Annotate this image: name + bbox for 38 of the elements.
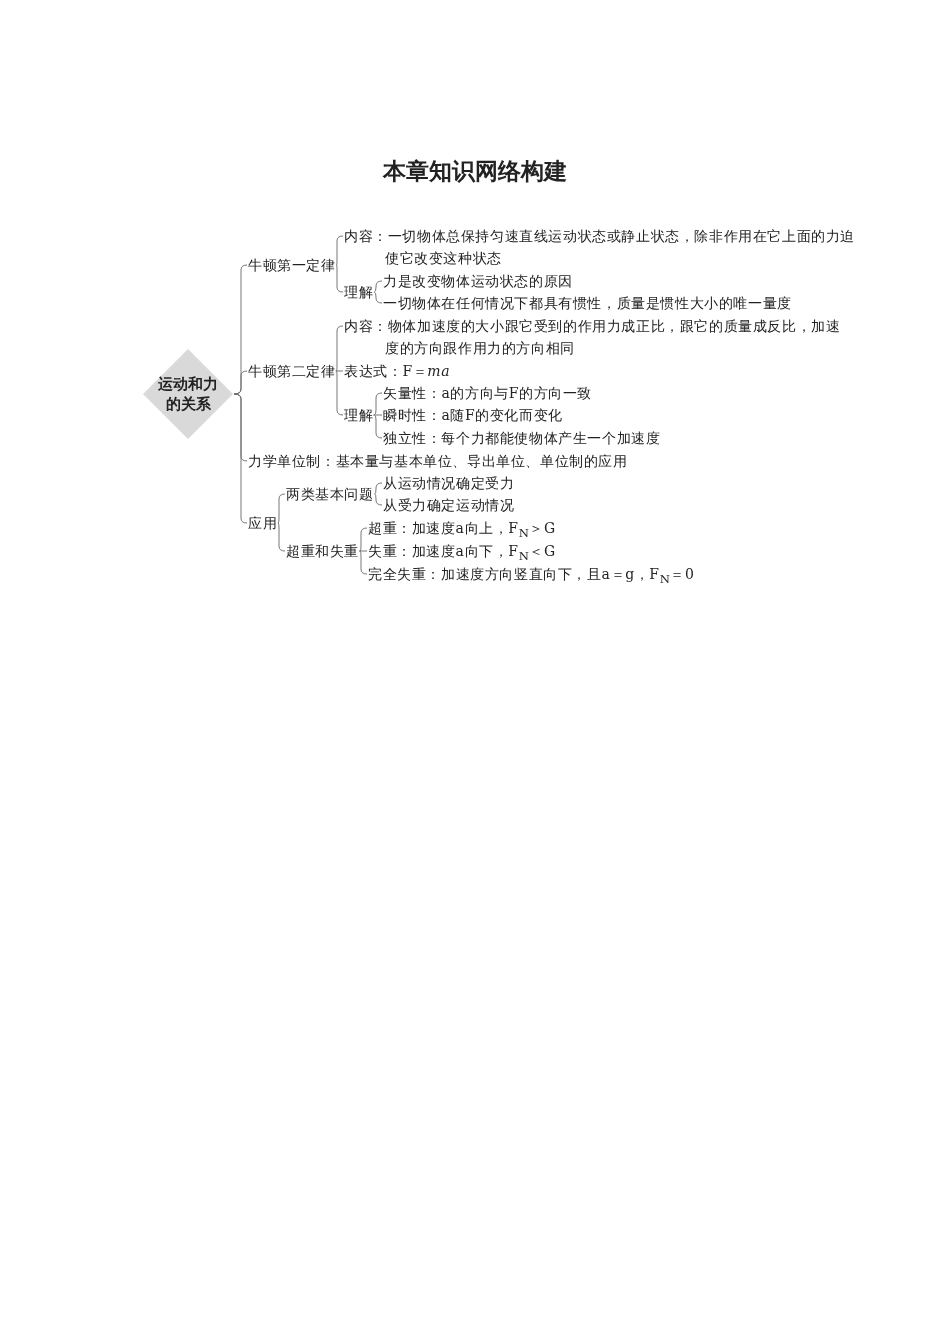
bracket-connector (336, 235, 344, 266)
bracket-connector (372, 414, 383, 416)
topic-label: 两类基本问题 (286, 483, 374, 505)
topic-label: 理解 (344, 404, 374, 426)
topic-label: 理解 (344, 281, 374, 303)
topic-diamond: 运动和力的关系 (143, 349, 233, 439)
topic-label: 矢量性：a的方向与F的方向一致 (383, 382, 593, 404)
bracket-connector (373, 280, 383, 293)
bracket-connector (336, 264, 344, 293)
topic-label: 牛顿第二定律 (248, 360, 336, 382)
bracket-connector (233, 393, 248, 524)
topic-label: 应用 (248, 512, 278, 534)
topic-label: 从运动情况确定受力 (383, 472, 515, 494)
content-text: 内容：一切物体总保持匀速直线运动状态或静止状态，除非作用在它上面的力迫使它改变这种状态 (344, 225, 861, 269)
topic-label: 表达式：F＝ma (344, 360, 451, 382)
bracket-connector (336, 370, 344, 416)
bracket-connector (359, 550, 368, 575)
bracket-connector (373, 414, 383, 439)
bracket-connector (358, 550, 368, 552)
bracket-connector (374, 493, 383, 506)
bracket-connector (233, 370, 248, 395)
bracket-connector (335, 370, 344, 372)
topic-label: 牛顿第一定律 (248, 254, 336, 276)
topic-label: 瞬时性：a随F的变化而变化 (383, 404, 563, 426)
topic-label: 一切物体在任何情况下都具有惯性，质量是惯性大小的唯一量度 (383, 292, 792, 314)
bracket-connector (277, 522, 286, 552)
topic-label: 独立性：每个力都能使物体产生一个加速度 (383, 427, 661, 449)
bracket-connector (374, 482, 383, 495)
topic-label: 力是改变物体运动状态的原因 (383, 270, 573, 292)
bracket-connector (359, 527, 368, 552)
topic-label: 力学单位制：基本量与基本单位、导出单位、单位制的应用 (248, 450, 628, 472)
bracket-connector (336, 325, 344, 372)
bracket-connector (277, 493, 286, 524)
topic-label: 超重和失重 (286, 540, 359, 562)
topic-label: 从受力确定运动情况 (383, 494, 515, 516)
title: 本章知识网络构建 (381, 157, 568, 186)
bracket-connector (373, 291, 383, 304)
bracket-connector (373, 392, 383, 416)
